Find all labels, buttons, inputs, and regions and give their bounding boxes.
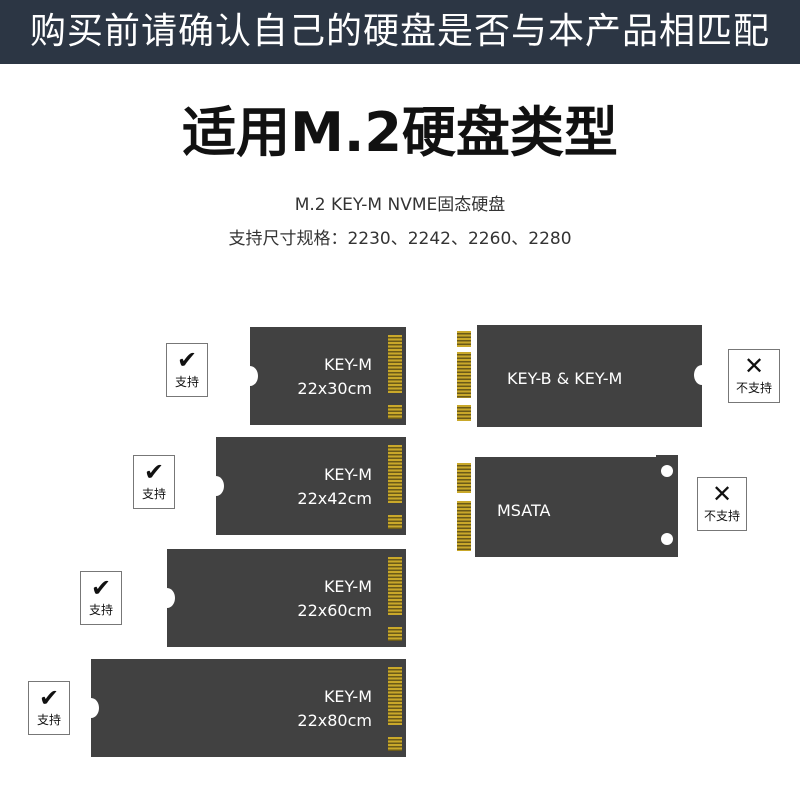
card-size: 22x42cm xyxy=(297,489,372,508)
support-badge: ✔支持 xyxy=(80,571,122,625)
card-size: 22x80cm xyxy=(297,711,372,730)
card-size: 22x60cm xyxy=(297,601,372,620)
badge-label: 支持 xyxy=(36,713,61,727)
cross-icon: ✕ xyxy=(711,480,733,508)
ssd-card-2260: KEY-M 22x60cm xyxy=(159,549,406,647)
ssd-card-2230: KEY-M 22x30cm xyxy=(242,327,406,425)
support-badge: ✔支持 xyxy=(133,455,175,509)
ssd-card-key-b-m: KEY-B & KEY-M xyxy=(457,325,710,427)
unsupported-badge: ✕不支持 xyxy=(728,349,780,403)
card-key: KEY-M xyxy=(323,355,372,374)
ssd-card-2280: KEY-M 22x80cm xyxy=(83,659,406,757)
cross-icon: ✕ xyxy=(743,352,765,380)
card-key: KEY-M xyxy=(323,577,372,596)
page-title: 适用M.2硬盘类型 xyxy=(182,101,618,164)
check-icon: ✔ xyxy=(143,458,165,486)
card-key: KEY-M xyxy=(323,687,372,706)
support-badge: ✔支持 xyxy=(166,343,208,397)
subtitle-type: M.2 KEY-M NVME固态硬盘 xyxy=(294,195,506,215)
warning-banner: 购买前请确认自己的硬盘是否与本产品相匹配 xyxy=(0,0,800,64)
unsupported-badge: ✕不支持 xyxy=(697,477,747,531)
check-icon: ✔ xyxy=(90,574,112,602)
check-icon: ✔ xyxy=(38,684,60,712)
subtitle-sizes: 支持尺寸规格：2230、2242、2260、2280 xyxy=(228,229,572,249)
support-badge: ✔支持 xyxy=(28,681,70,735)
msata-tab xyxy=(656,455,678,557)
card-key: KEY-M xyxy=(323,465,372,484)
ssd-card-2242: KEY-M 22x42cm xyxy=(208,437,406,535)
badge-label: 不支持 xyxy=(703,509,740,523)
badge-label: 支持 xyxy=(174,375,199,389)
card-key: MSATA xyxy=(497,501,551,520)
card-size: 22x30cm xyxy=(297,379,372,398)
badge-label: 支持 xyxy=(88,603,113,617)
ssd-card-msata: MSATA xyxy=(457,457,658,557)
badge-label: 不支持 xyxy=(735,381,772,395)
card-key: KEY-B & KEY-M xyxy=(507,369,623,388)
check-icon: ✔ xyxy=(176,346,198,374)
badge-label: 支持 xyxy=(141,487,166,501)
